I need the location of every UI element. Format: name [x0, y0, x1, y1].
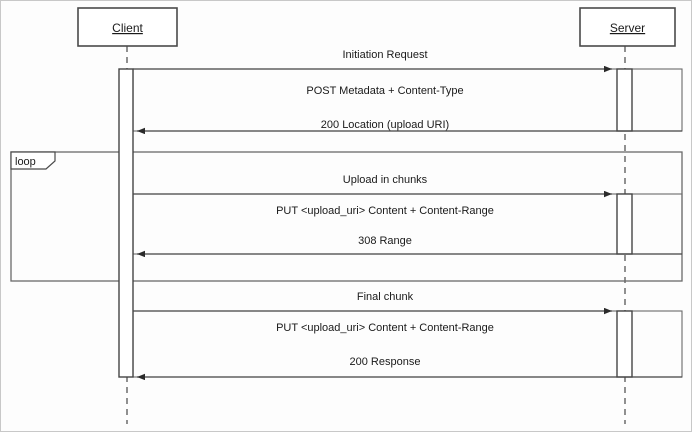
message-post-metadata[interactable]: POST Metadata + Content-Type	[133, 65, 612, 97]
message-308-range-label: 308 Range	[358, 235, 412, 247]
title-final-chunk: Final chunk	[357, 291, 414, 303]
participant-client-label: Client	[112, 21, 143, 35]
loop-fragment-label: loop	[15, 156, 36, 168]
message-post-metadata-label: POST Metadata + Content-Type	[306, 85, 463, 97]
message-200-response-label: 200 Response	[350, 356, 421, 368]
message-put-final[interactable]: PUT <upload_uri> Content + Content-Range	[133, 307, 612, 334]
participant-client-box	[77, 7, 178, 47]
title-upload-in-chunks: Upload in chunks	[343, 174, 428, 186]
message-200-location-label: 200 Location (upload URI)	[321, 119, 449, 131]
message-200-location[interactable]: 200 Location (upload URI)	[137, 119, 682, 135]
message-put-chunk[interactable]: PUT <upload_uri> Content + Content-Range	[133, 190, 612, 217]
participant-server-box	[579, 7, 676, 47]
message-put-final-label: PUT <upload_uri> Content + Content-Range	[276, 322, 494, 334]
message-put-chunk-label: PUT <upload_uri> Content + Content-Range	[276, 205, 494, 217]
loop-fragment-tag	[10, 151, 56, 170]
message-308-range[interactable]: 308 Range	[137, 235, 682, 258]
title-initiation-request: Initiation Request	[343, 49, 428, 61]
activation-server-final[interactable]	[616, 310, 633, 378]
participant-client[interactable]: Client	[77, 7, 178, 47]
message-200-response[interactable]: 200 Response	[137, 356, 682, 381]
participant-server[interactable]: Server	[579, 7, 676, 47]
participant-server-label: Server	[610, 21, 645, 35]
activation-client[interactable]	[118, 68, 134, 378]
activation-server-initiation[interactable]	[616, 68, 633, 132]
activation-server-chunk[interactable]	[616, 193, 633, 255]
